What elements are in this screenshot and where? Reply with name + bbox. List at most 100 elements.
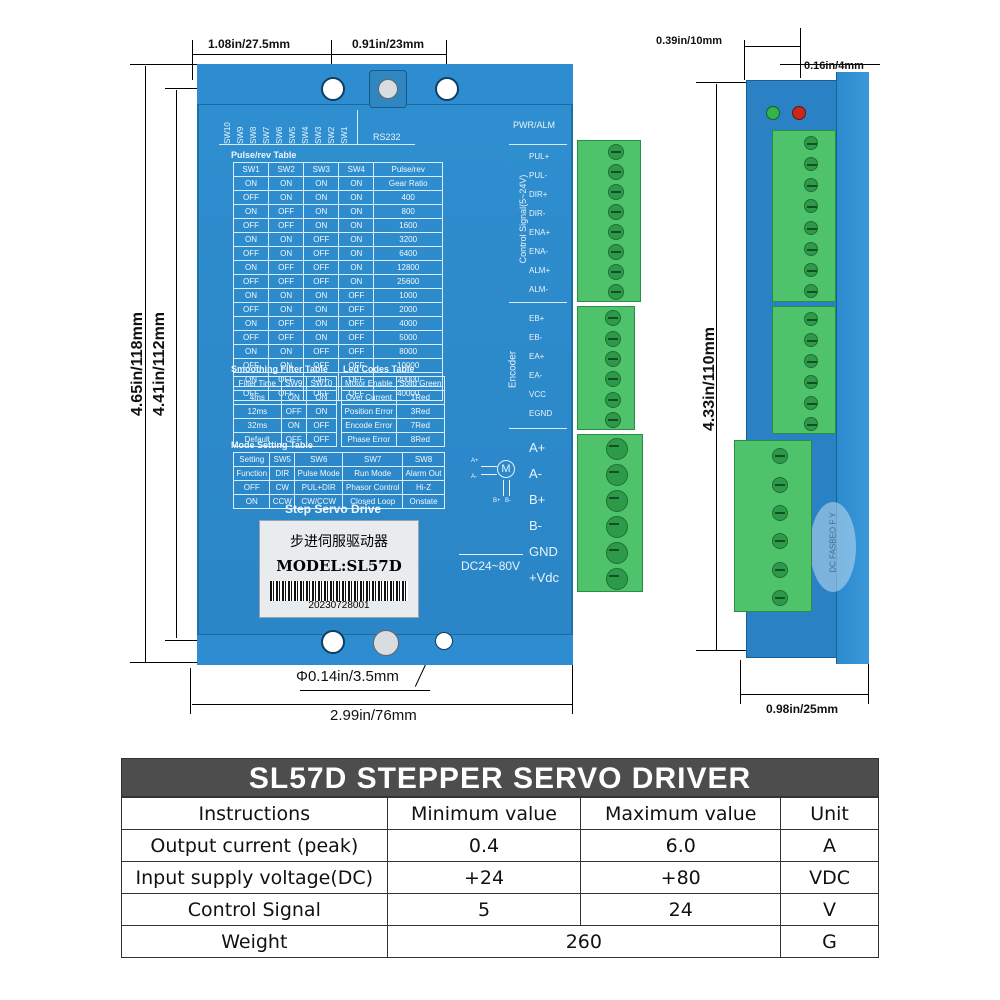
terminal-screw[interactable] [804, 284, 818, 299]
terminal-screw[interactable] [804, 241, 818, 256]
table-cell: ON [303, 176, 340, 191]
pin-label: PUL- [529, 171, 548, 180]
terminal-screw[interactable] [804, 416, 818, 431]
terminal-screw[interactable] [606, 516, 628, 538]
terminal-screw[interactable] [804, 311, 818, 326]
table-cell: Over Current [341, 390, 397, 405]
terminal-screw[interactable] [608, 224, 624, 240]
terminal-screw[interactable] [608, 284, 624, 300]
switch-label: SW4 [301, 126, 310, 144]
side-encoder-terminal[interactable] [772, 306, 836, 434]
terminal-screw[interactable] [605, 330, 621, 347]
terminal-screw[interactable] [605, 371, 621, 388]
terminal-screw[interactable] [772, 504, 788, 521]
table-cell: Pulse Mode [294, 466, 344, 481]
table-cell: OFF [303, 232, 340, 247]
pin-label: B+ [529, 492, 546, 507]
terminal-screw[interactable] [804, 374, 818, 389]
terminal-screw[interactable] [804, 156, 818, 171]
table-cell: OFF [338, 330, 375, 345]
terminal-screw[interactable] [606, 568, 628, 590]
side-control-terminal[interactable] [772, 130, 836, 302]
terminal-screw[interactable] [606, 542, 628, 564]
table-cell: ON [232, 494, 271, 509]
table-cell: Run Mode [342, 466, 404, 481]
spec-cell: +24 [386, 861, 582, 894]
table-cell: OFF [232, 480, 271, 495]
terminal-screw[interactable] [605, 310, 621, 327]
table-cell: ON [280, 390, 307, 405]
table-cell: ON [303, 302, 340, 317]
table-cell: Onstate [402, 494, 445, 509]
terminal-screw[interactable] [804, 263, 818, 278]
table-cell: 3200 [373, 232, 443, 247]
table-cell: ON [305, 390, 338, 405]
table-cell: Phase Error [341, 432, 397, 447]
table-cell: ON [338, 190, 375, 205]
table-cell: ON [232, 260, 270, 275]
terminal-screw[interactable] [772, 561, 788, 578]
control-terminal-block[interactable] [577, 140, 641, 302]
terminal-screw[interactable] [804, 135, 818, 150]
terminal-screw[interactable] [605, 391, 621, 408]
table-cell: OFF [303, 274, 340, 289]
spec-cell: Control Signal [121, 893, 388, 926]
table-cell: 8Red [395, 432, 446, 447]
switch-label: SW10 [223, 122, 232, 144]
table-cell: ON [268, 288, 305, 303]
terminal-screw[interactable] [608, 184, 624, 200]
pin-label: DIR+ [529, 190, 548, 199]
table-header-cell: SW2 [268, 162, 305, 177]
table-cell: ON [268, 190, 305, 205]
terminal-screw[interactable] [772, 476, 788, 493]
terminal-screw[interactable] [605, 411, 621, 428]
pin-label: A- [529, 466, 542, 481]
table-header-cell: Solid Green [395, 376, 446, 391]
dc-range-label: DC24~80V [461, 559, 521, 573]
terminal-screw[interactable] [804, 178, 818, 193]
power-terminal-block[interactable] [577, 434, 643, 592]
terminal-screw[interactable] [804, 332, 818, 347]
switch-label: SW5 [288, 126, 297, 144]
terminal-screw[interactable] [804, 395, 818, 410]
encoder-terminal-block[interactable] [577, 306, 635, 430]
spec-table: Instructions Minimum value Maximum value… [121, 797, 879, 958]
pin-label: DIR- [529, 209, 546, 218]
pin-label: ALM- [529, 285, 549, 294]
terminal-screw[interactable] [804, 199, 818, 214]
dim-side-top1: 0.39in/10mm [656, 35, 723, 47]
pin-label: A+ [529, 440, 546, 455]
terminal-screw[interactable] [772, 448, 788, 465]
terminal-screw[interactable] [608, 204, 624, 220]
terminal-screw[interactable] [608, 144, 624, 160]
terminal-screw[interactable] [804, 353, 818, 368]
table-header-cell: Motor Enable [341, 376, 397, 391]
barcode [270, 581, 408, 601]
terminal-screw[interactable] [608, 244, 624, 260]
terminal-screw[interactable] [606, 490, 628, 512]
terminal-screw[interactable] [772, 589, 788, 606]
label-model: MODEL:SL57D [276, 557, 402, 575]
table-cell: ON [232, 288, 270, 303]
terminal-screw[interactable] [606, 438, 628, 460]
terminal-screw[interactable] [804, 220, 818, 235]
table-cell: ON [338, 204, 375, 219]
terminal-screw[interactable] [608, 264, 624, 280]
table-cell: OFF [232, 330, 270, 345]
terminal-screw[interactable] [605, 350, 621, 367]
terminal-screw[interactable] [772, 533, 788, 550]
side-power-terminal[interactable] [734, 440, 812, 612]
terminal-screw[interactable] [608, 164, 624, 180]
spec-header: Unit [780, 797, 879, 830]
table-cell: 12800 [373, 260, 443, 275]
pin-label: GND [529, 544, 558, 559]
terminal-screw[interactable] [606, 464, 628, 486]
pin-label: ALM+ [529, 266, 551, 275]
table-cell: Gear Ratio [373, 176, 443, 191]
